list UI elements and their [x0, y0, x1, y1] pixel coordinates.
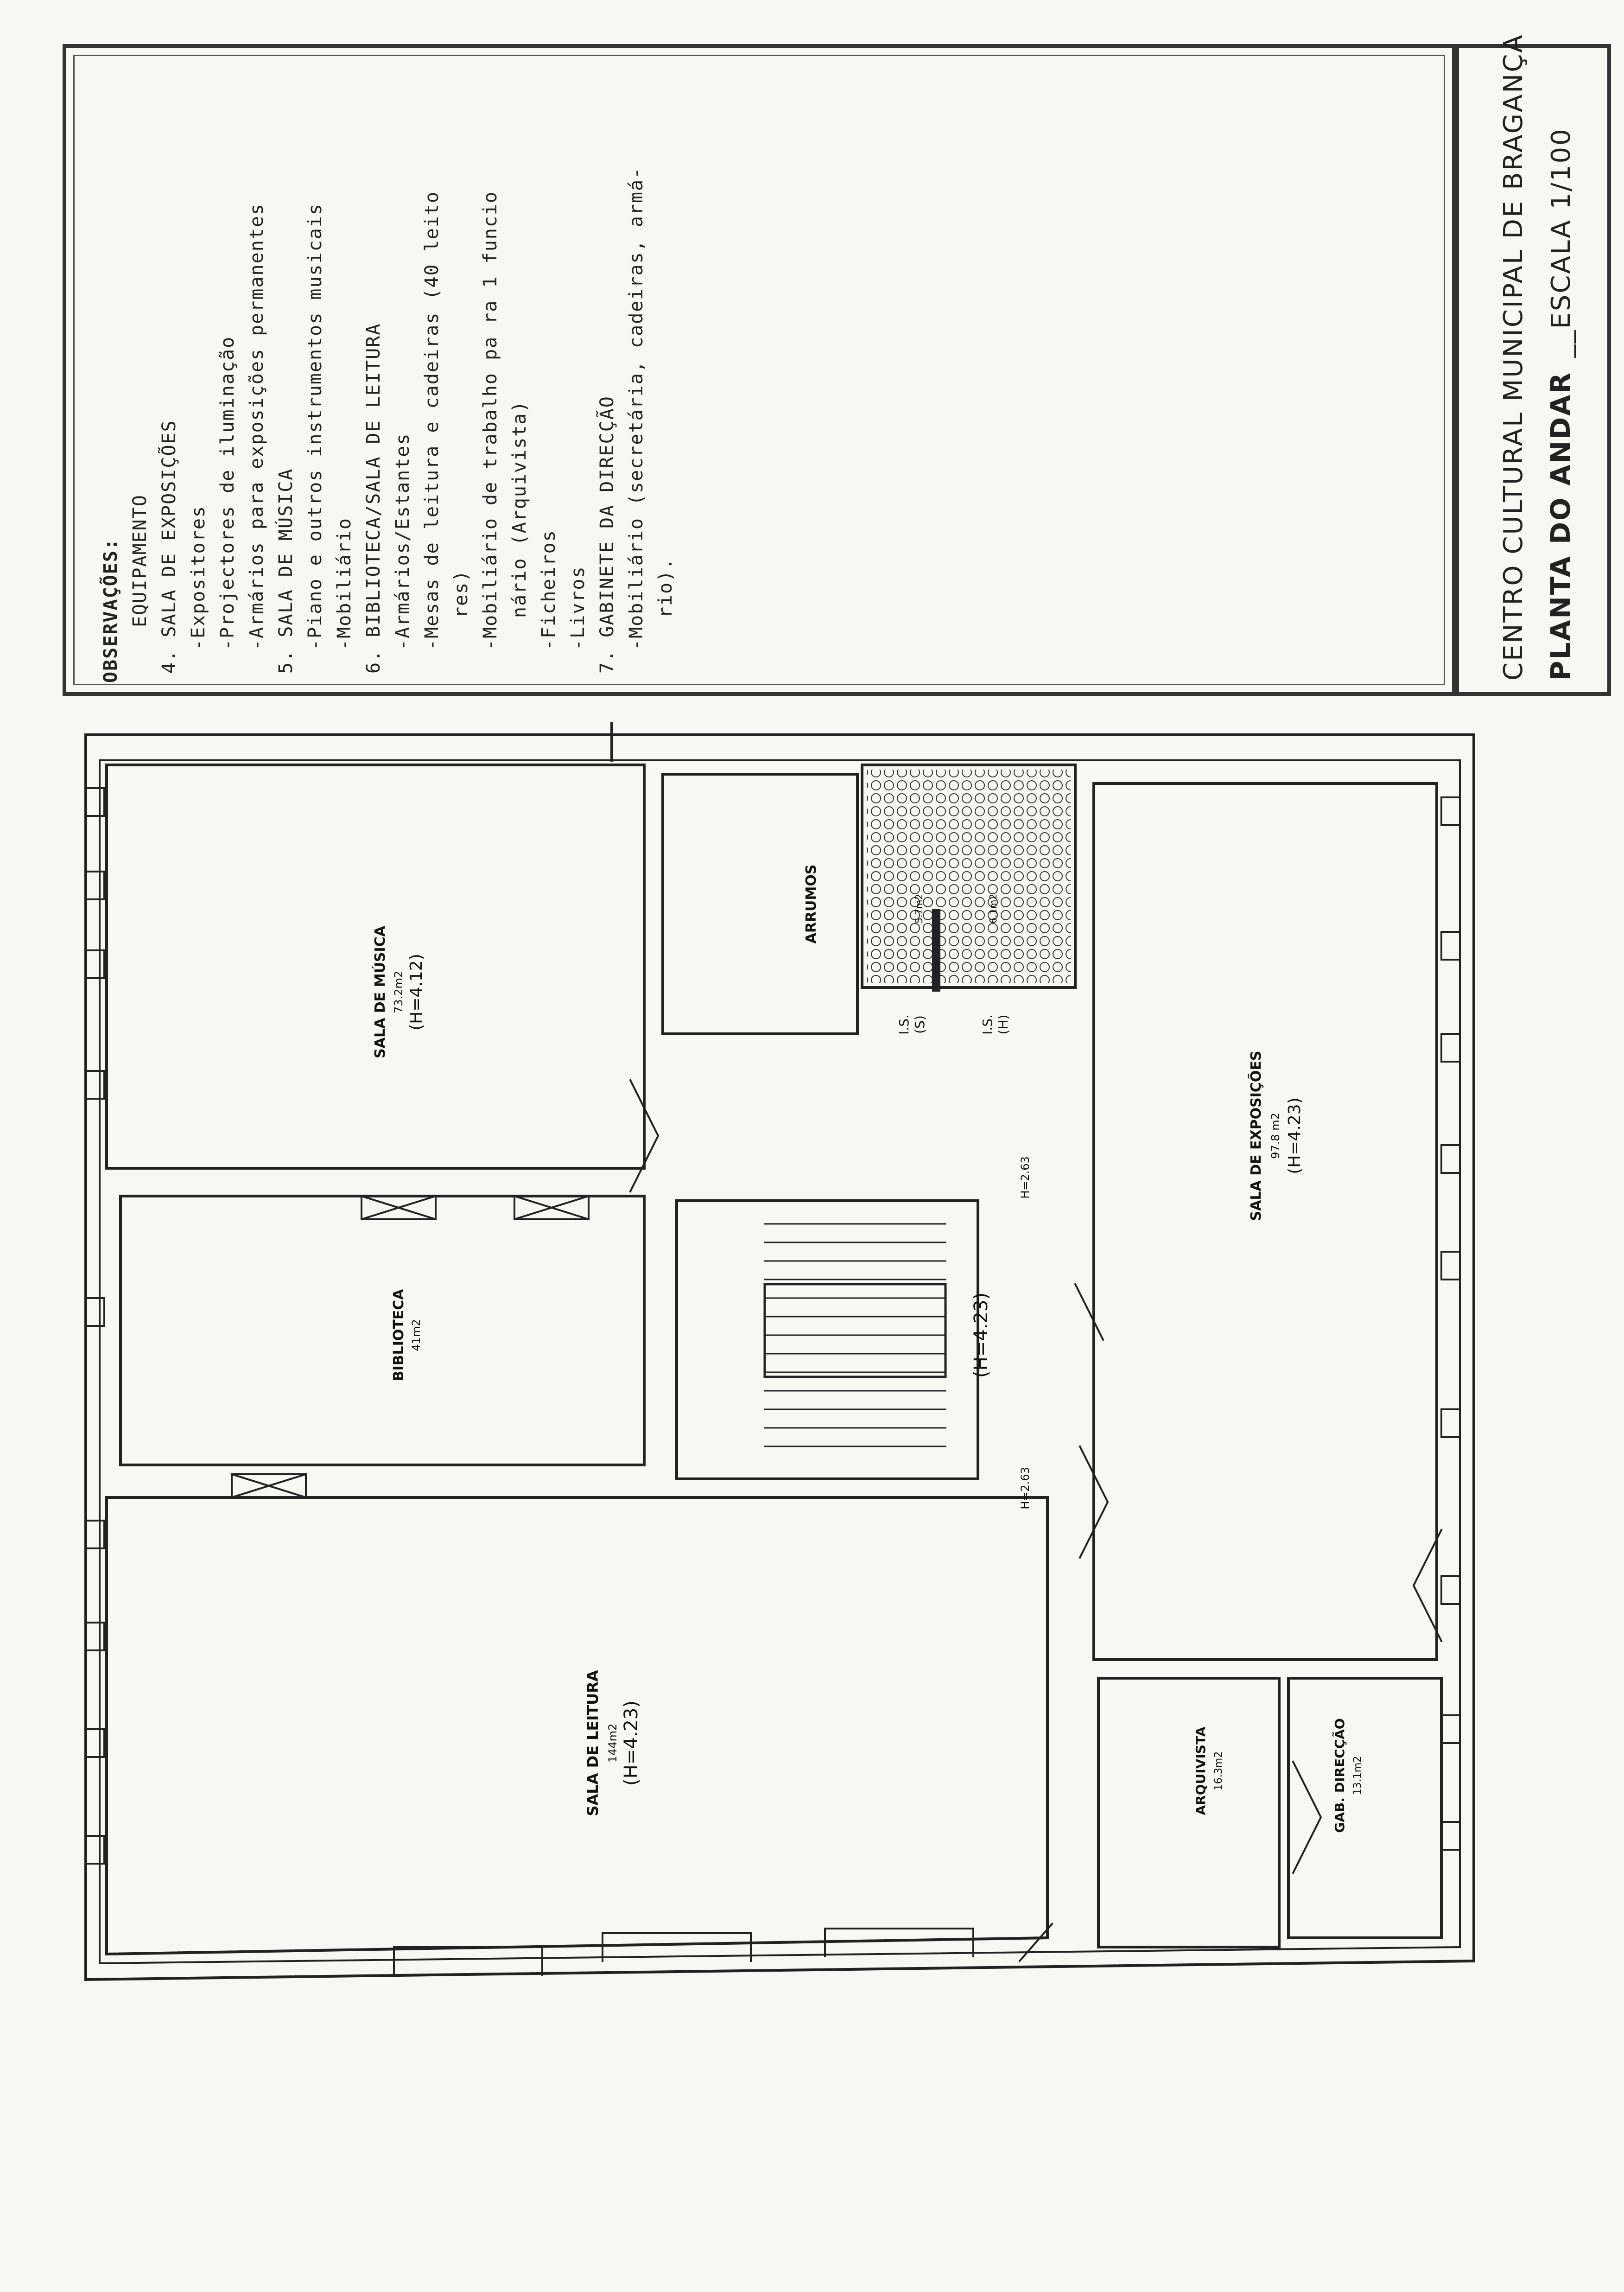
outer-wall-inner — [99, 759, 1461, 1965]
label-sala-de-musica-height: (H=4.12) — [407, 954, 426, 1030]
label-biblioteca-area: 41m2 — [410, 1319, 423, 1351]
label-sala-de-leitura-height: (H=4.23) — [621, 1700, 642, 1786]
label-sala-de-leitura-area: 144m2 — [606, 1724, 619, 1763]
label-is-s-code: (S) — [912, 1015, 927, 1034]
label-arquivista-area: 16.3m2 — [1213, 1751, 1224, 1790]
label-gab-direccao: GAB. DIRECÇÃO — [1332, 1718, 1347, 1833]
room-sala-de-exposicoes — [1092, 782, 1438, 1661]
label-is-h: I.S. — [980, 1014, 995, 1035]
label-door-height-2: H=2.63 — [1019, 1467, 1032, 1509]
label-biblioteca: BIBLIOTECA — [391, 1289, 407, 1382]
room-arrumos — [661, 773, 859, 1035]
room-gab-direccao — [1287, 1677, 1443, 1939]
label-gab-direccao-area: 13.1m2 — [1352, 1756, 1364, 1795]
room-sala-de-leitura — [105, 1496, 1049, 1956]
label-wc-area-1: 5.7m2 — [914, 894, 925, 923]
label-sala-de-musica: SALA DE MÚSICA — [371, 925, 388, 1058]
label-door-height-1: H=2.63 — [1019, 1156, 1032, 1199]
label-sala-de-musica-area: 73.2m2 — [392, 971, 405, 1013]
room-arquivista — [1097, 1677, 1281, 1948]
wc-tiles — [867, 770, 1071, 983]
staircase — [675, 1199, 979, 1480]
label-arrumos: ARRUMOS — [803, 865, 819, 944]
label-arquivista: ARQUIVISTA — [1193, 1726, 1208, 1815]
room-sala-de-musica — [105, 764, 646, 1170]
label-escada-height: (H=4.23) — [971, 1292, 992, 1378]
label-wc-area-2: 6.1m2 — [988, 894, 999, 923]
label-sala-de-exposicoes-height: (H=4.23) — [1285, 1097, 1304, 1174]
label-sala-de-exposicoes: SALA DE EXPOSIÇÕES — [1247, 1051, 1264, 1221]
room-wc — [861, 764, 1077, 989]
label-sala-de-exposicoes-area: 97.8 m2 — [1269, 1113, 1282, 1159]
room-biblioteca — [119, 1195, 646, 1466]
title-block: CENTRO CULTURAL MUNICIPAL DE BRAGANÇA PL… — [1455, 33, 1611, 696]
notes-panel: OBSERVAÇÕES: EQUIPAMENTO 4. SALA DE EXPO… — [63, 44, 1456, 696]
label-is-s: I.S. — [896, 1014, 912, 1035]
outer-wall — [84, 733, 1475, 1981]
label-is-h-code: (H) — [996, 1015, 1011, 1035]
label-sala-de-leitura: SALA DE LEITURA — [584, 1670, 602, 1816]
